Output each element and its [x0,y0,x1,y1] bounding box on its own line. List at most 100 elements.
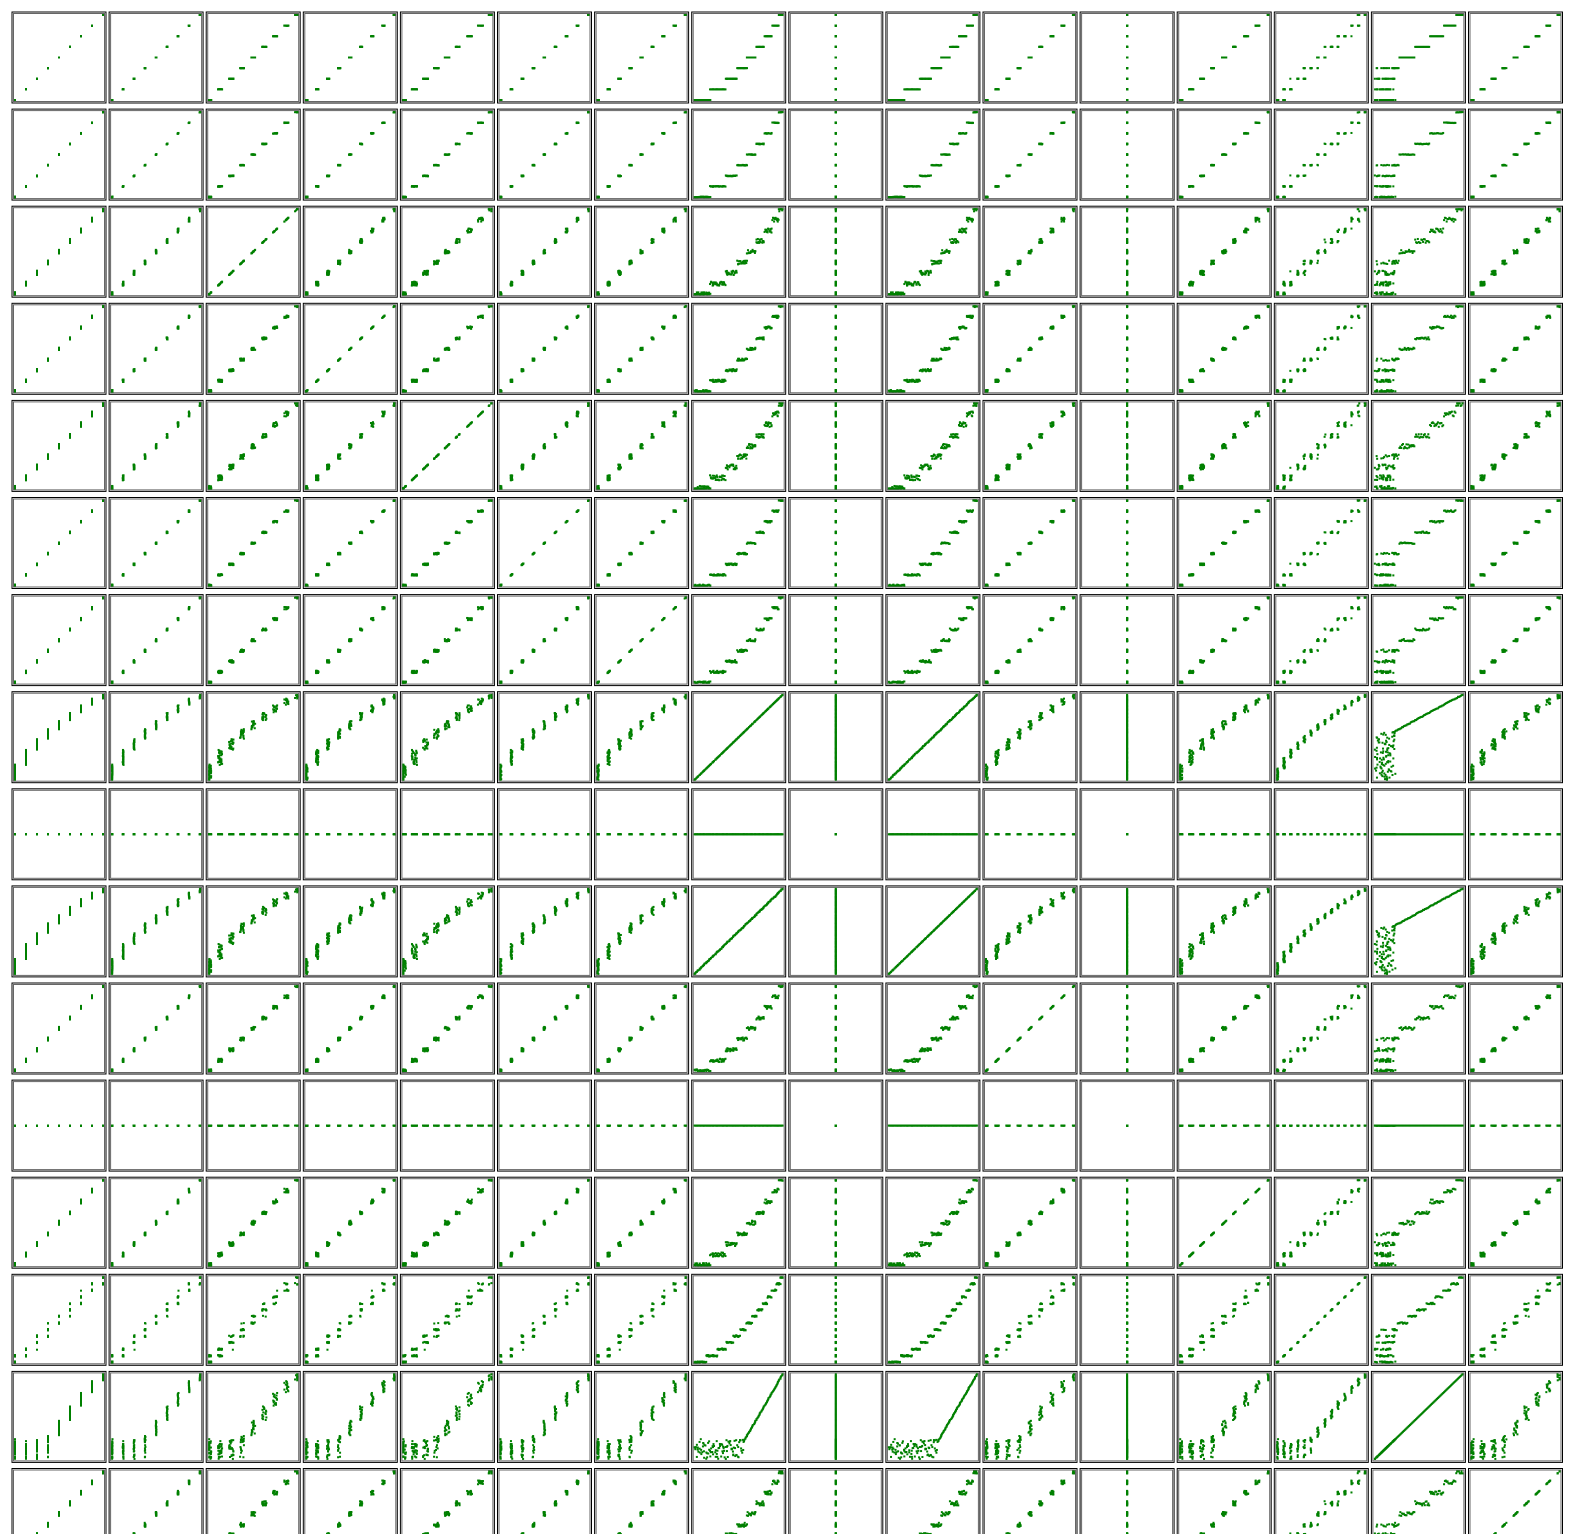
scatter-point [426,175,428,177]
scatter-point [446,57,448,59]
scatter-point [1376,99,1378,101]
scatter-point [1309,67,1311,69]
panel-frame [886,12,980,103]
scatter-point [598,99,600,101]
scatter-point [724,186,726,188]
panel-r1-c5 [498,109,592,200]
scatter-point [1390,78,1392,80]
scatter-point [1052,35,1054,37]
scatter-point [940,67,942,69]
scatter-point [965,35,967,37]
scatter-point [736,78,738,80]
panel-r1-c0 [12,109,106,200]
scatter-point [350,57,352,59]
panel-frame [886,109,980,200]
scatter-point [220,185,222,187]
scatter-point [240,67,242,69]
scatter-point [69,46,71,48]
scatter-point [781,111,783,113]
scatter-point [972,122,974,124]
panel-r0-c8 [789,12,883,103]
scatter-point [102,14,104,16]
scatter-point [1389,88,1391,90]
scatter-point [1382,78,1384,80]
scatter-point [940,164,942,166]
scatter-point [1050,132,1052,134]
scatter-point [663,132,665,134]
scatter-point [1290,88,1292,90]
panel-frame [1274,12,1368,103]
scatter-point [1060,122,1062,124]
scatter-point [554,46,556,48]
scatter-point [455,143,457,145]
scatter-point [262,143,264,145]
scatter-point [1379,99,1381,101]
scatter-point [608,88,610,90]
scatter-point [771,132,773,134]
scatter-point [296,111,298,113]
scatter-point [1126,57,1128,59]
scatter-point [754,154,756,156]
scatter-point [577,25,579,27]
scatter-point [69,143,71,145]
scatter-point [25,186,27,188]
scatter-point [240,164,242,166]
scatter-point [339,164,341,166]
scatter-point [522,78,524,80]
panel-r0-c11 [1080,12,1174,103]
scatter-point [835,88,837,90]
scatter-point [133,175,135,177]
scatter-point [532,164,534,166]
scatter-point [1267,14,1269,16]
scatter-point [415,88,417,90]
scatter-point [620,175,622,177]
scatter-point [620,78,622,80]
scatter-point [1041,46,1043,48]
scatter-point [243,164,245,166]
scatter-point [133,78,135,80]
scatter-point [25,88,27,90]
scatter-point [1380,88,1382,90]
scatter-point [835,132,837,134]
scatter-point [1317,57,1319,59]
panel-r0-c4 [400,12,494,103]
scatter-point [468,35,470,37]
scatter-point [328,175,330,177]
scatter-point [199,14,201,16]
scatter-point [296,14,298,16]
scatter-point [919,88,921,90]
scatter-point [1297,78,1299,80]
scatter-point [243,67,245,69]
scatter-point [1471,99,1473,101]
scatter-point [488,14,490,16]
scatter-point [220,88,222,90]
scatter-point [1030,57,1032,59]
scatter-point [835,46,837,48]
scatter-point [490,14,492,16]
scatter-point [663,35,665,37]
scatter-point [446,154,448,156]
scatter-point [1378,78,1380,80]
scatter-point [510,88,512,90]
scatter-point [500,99,502,101]
scatter-point [685,111,687,113]
scatter-point [608,186,610,188]
scatter-point [985,196,987,198]
scatter-point [111,99,113,101]
scatter-point [1380,67,1382,69]
scatter-point [510,186,512,188]
panel-r1-c6 [595,109,689,200]
scatter-point [1234,46,1236,48]
scatter-point [490,111,492,113]
scatter-point [1492,78,1494,80]
scatter-point [433,67,435,69]
scatter-point [285,25,287,27]
scatter-point [1304,67,1306,69]
panel-r1-c2 [206,109,300,200]
scatter-point [763,46,765,48]
scatter-point [835,57,837,59]
scatter-point [1350,35,1352,37]
scatter-point [1126,99,1128,101]
scatter-point [598,196,600,198]
scatter-point [437,164,439,166]
